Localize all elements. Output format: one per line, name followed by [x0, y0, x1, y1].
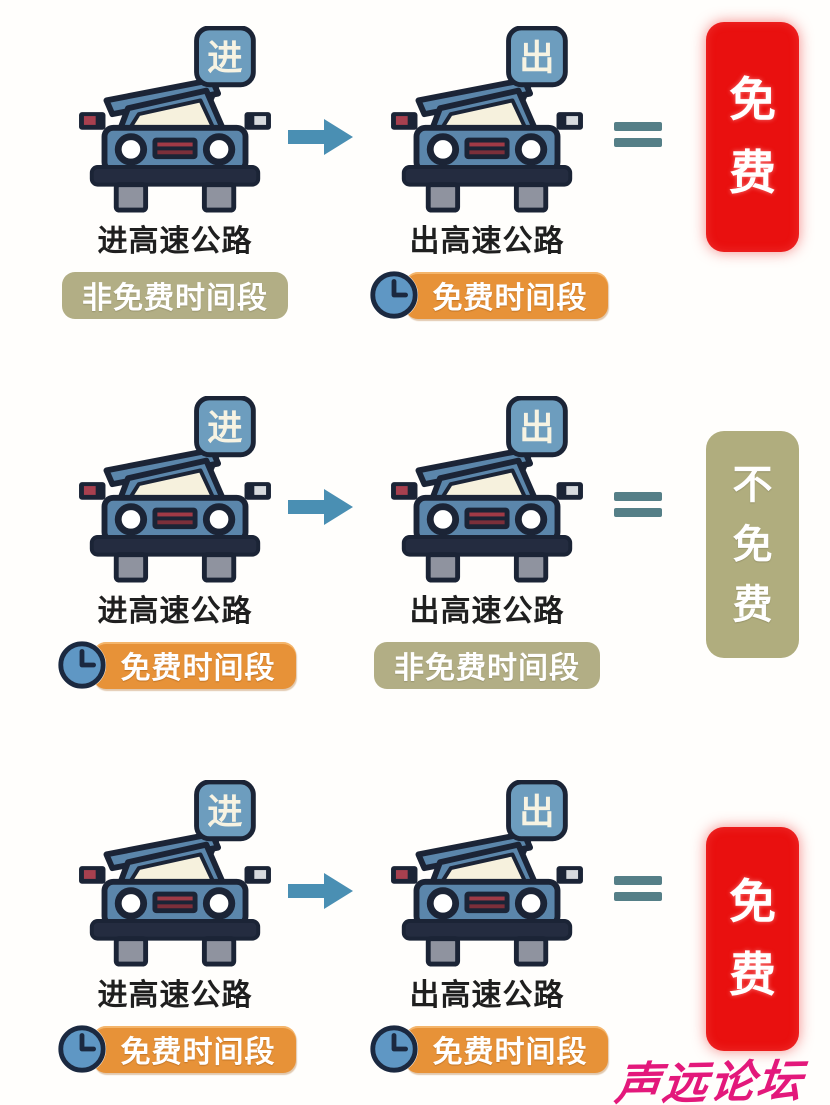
time-period-label: 免费时间段 [432, 282, 588, 315]
car-label: 进高速公路 [97, 225, 253, 258]
clock-icon [55, 638, 109, 692]
result-label: 免费 [729, 73, 776, 199]
time-period-badge: 非免费时间段 [62, 268, 288, 322]
result-badge: 免费 [706, 827, 799, 1051]
enter-car-group: 进 进高速公路 免费时间段 [40, 780, 310, 1076]
result-badge: 不免费 [706, 431, 799, 658]
watermark: 声远论坛 [612, 1055, 807, 1105]
time-period-label: 非免费时间段 [82, 282, 268, 315]
car-label: 出高速公路 [409, 595, 565, 628]
car-exit-icon: 出 [389, 780, 585, 968]
exit-badge-label: 出 [519, 793, 554, 832]
exit-car-group: 出 出高速公路 免费时间段 [352, 26, 622, 322]
time-period-badge: 免费时间段 [55, 638, 296, 692]
enter-badge-label: 进 [207, 39, 242, 78]
arrow-right-icon [288, 873, 353, 909]
clock-icon [367, 1022, 421, 1076]
car-label: 进高速公路 [97, 979, 253, 1012]
time-period-badge: 免费时间段 [55, 1022, 296, 1076]
car-exit-icon: 出 [389, 396, 585, 584]
enter-badge-label: 进 [207, 793, 242, 832]
time-period-label: 免费时间段 [120, 652, 276, 685]
enter-car-group: 进 进高速公路 免费时间段 [40, 396, 310, 692]
enter-badge-label: 进 [207, 409, 242, 448]
exit-badge-label: 出 [519, 39, 554, 78]
result-label: 免费 [729, 875, 776, 1001]
car-label: 出高速公路 [409, 979, 565, 1012]
result-label: 不免费 [732, 462, 773, 627]
time-period-badge: 免费时间段 [367, 1022, 608, 1076]
car-enter-icon: 进 [77, 780, 273, 968]
clock-icon [367, 268, 421, 322]
exit-car-group: 出 出高速公路 免费时间段 [352, 780, 622, 1076]
time-period-badge: 免费时间段 [367, 268, 608, 322]
clock-icon [55, 1022, 109, 1076]
toll-rule-row-3: 进 进高速公路 免费时间段 出 出高速公路 免费时间段 免费 [0, 780, 830, 1090]
car-exit-icon: 出 [389, 26, 585, 214]
time-period-label: 免费时间段 [120, 1036, 276, 1069]
exit-car-group: 出 出高速公路 非免费时间段 [352, 396, 622, 692]
equals-icon [614, 876, 662, 908]
car-label: 进高速公路 [97, 595, 253, 628]
car-label: 出高速公路 [409, 225, 565, 258]
time-period-badge: 非免费时间段 [374, 638, 600, 692]
result-badge: 免费 [706, 22, 799, 252]
arrow-right-icon [288, 489, 353, 525]
time-period-label: 免费时间段 [432, 1036, 588, 1069]
car-enter-icon: 进 [77, 396, 273, 584]
equals-icon [614, 122, 662, 154]
arrow-right-icon [288, 119, 353, 155]
car-enter-icon: 进 [77, 26, 273, 214]
enter-car-group: 进 进高速公路 非免费时间段 [40, 26, 310, 322]
toll-rule-row-1: 进 进高速公路 非免费时间段 出 出高速公路 免费时间段 免费 [0, 22, 830, 336]
toll-rule-row-2: 进 进高速公路 免费时间段 出 出高速公路 非免费时间段 不免费 [0, 396, 830, 706]
time-period-label: 非免费时间段 [394, 652, 580, 685]
exit-badge-label: 出 [519, 409, 554, 448]
equals-icon [614, 492, 662, 524]
